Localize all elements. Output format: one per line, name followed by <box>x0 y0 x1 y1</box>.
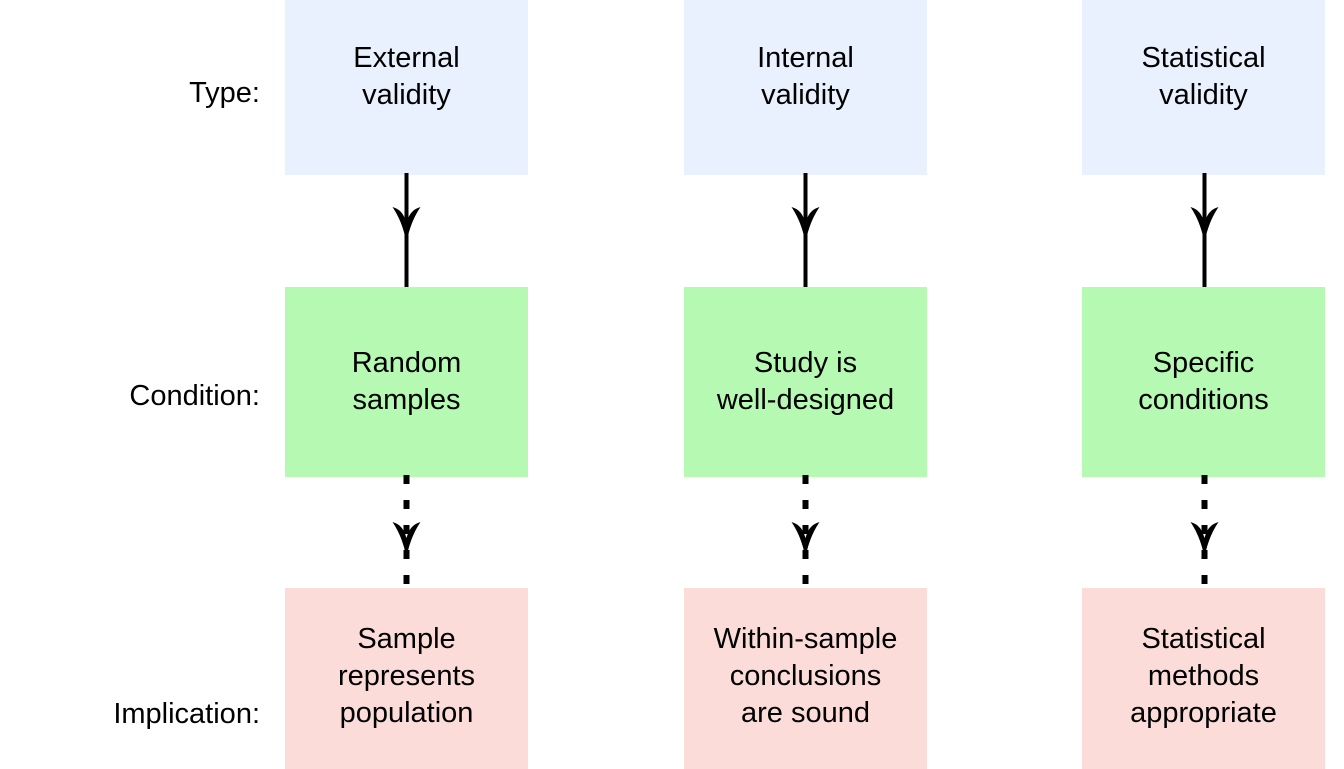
dashed-arrow-icon <box>1190 475 1219 591</box>
node-text-line: validity <box>761 79 850 111</box>
node-condition-random-samples[interactable]: Random samples <box>285 287 528 477</box>
node-text-line: External <box>353 42 460 74</box>
node-text-line: Statistical <box>1141 42 1266 74</box>
node-text-line: population <box>339 697 474 729</box>
node-text-line: Within-sample <box>713 623 898 655</box>
solid-arrow-icon <box>392 173 421 291</box>
node-text-line: conclusions <box>729 660 882 692</box>
node-text-line: are sound <box>741 697 870 729</box>
dashed-arrow-icon <box>791 475 820 591</box>
node-text-line: Study is <box>753 347 858 379</box>
node-text-line: validity <box>362 79 451 111</box>
node-text-line: appropriate <box>1130 697 1277 729</box>
node-condition-study-is-well-designed[interactable]: Study is well-designed <box>684 287 927 477</box>
node-implication-sample-represents-population[interactable]: Sample represents population <box>285 588 528 769</box>
node-text-line: conditions <box>1138 384 1269 416</box>
node-type-external-validity[interactable]: External validity <box>285 0 528 175</box>
node-type-internal-validity[interactable]: Internal validity <box>684 0 927 175</box>
row-label-implication: Implication: <box>113 698 260 730</box>
node-type-statistical-validity[interactable]: Statistical validity <box>1082 0 1325 175</box>
solid-arrow-icon <box>791 173 820 291</box>
node-condition-specific-conditions[interactable]: Specific conditions <box>1082 287 1325 477</box>
node-text-line: Internal <box>757 42 854 74</box>
dashed-arrow-icon <box>392 475 421 591</box>
node-text-line: Sample <box>357 623 456 655</box>
node-text-line: Random <box>351 347 462 379</box>
solid-arrow-icon <box>1190 173 1219 291</box>
node-text-line: validity <box>1159 79 1248 111</box>
node-implication-within-sample-conclusions-are-sound[interactable]: Within-sample conclusions are sound <box>684 588 927 769</box>
node-text-line: Statistical <box>1141 623 1266 655</box>
node-implication-statistical-methods-appropriate[interactable]: Statistical methods appropriate <box>1082 588 1325 769</box>
row-label-condition: Condition: <box>129 380 260 412</box>
node-text-line: Specific <box>1152 347 1255 379</box>
node-text-line: represents <box>337 660 475 692</box>
node-text-line: methods <box>1147 660 1260 692</box>
node-text-line: well-designed <box>716 384 895 416</box>
node-text-line: samples <box>352 384 461 416</box>
row-label-type: Type: <box>189 77 260 109</box>
